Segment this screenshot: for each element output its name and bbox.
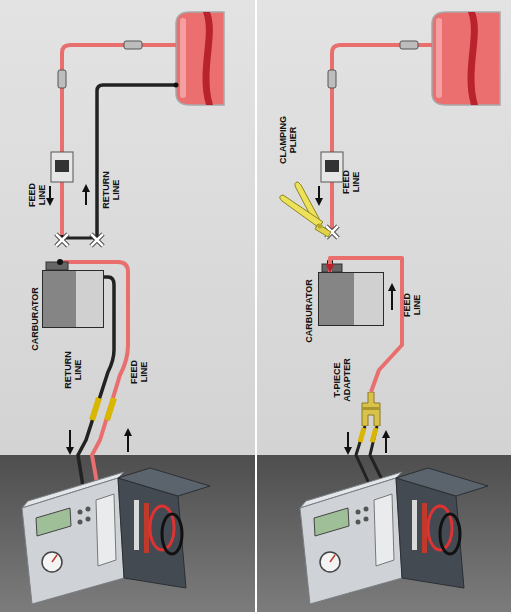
hose-fitting (107, 398, 114, 420)
flush-machine (300, 468, 488, 604)
cut-mark (56, 234, 68, 246)
flow-arrow (315, 186, 323, 206)
tank-band (468, 12, 478, 105)
t-piece-shape (358, 392, 384, 426)
fuel-tank (176, 12, 224, 105)
plier-handle (280, 195, 323, 227)
line-label: RETURN LINE (64, 348, 83, 392)
line-joint (57, 259, 63, 265)
fuel-filter (124, 41, 142, 49)
connector-label: FEED LINE (403, 290, 422, 320)
adapter-hose (356, 426, 372, 490)
flow-arrow (46, 186, 54, 206)
fuel-filter (328, 70, 336, 88)
panel-background (0, 0, 255, 455)
flow-arrow (388, 283, 396, 310)
flow-arrow (66, 430, 74, 455)
floor-band (257, 455, 511, 612)
line-joint (174, 83, 179, 88)
node-label: CARBURATOR (31, 287, 41, 351)
line-label: CLAMPING PLIER (279, 111, 298, 169)
flow-arrow (82, 184, 90, 205)
return-line (97, 85, 176, 240)
tank-highlight (180, 18, 186, 98)
fuel-pump-window (325, 160, 339, 172)
fuel-pump (51, 152, 73, 182)
cut-mark (91, 234, 103, 246)
fuel-pump-window (55, 160, 69, 172)
connector-group (330, 258, 402, 392)
t-piece-adapter: T-PIECE ADAPTER (358, 392, 384, 426)
hose-fitting (360, 428, 364, 442)
carburetor-cap (46, 262, 68, 270)
fuel-filter (400, 41, 418, 49)
t-piece-ring (362, 407, 380, 410)
fuel-tank (432, 12, 500, 105)
feed-line-connector (330, 258, 402, 392)
feed-line (332, 45, 432, 232)
flow-arrow (382, 430, 390, 453)
panel-background (257, 0, 511, 455)
line-label: RETURN LINE (102, 168, 121, 212)
tank-highlight (436, 18, 442, 98)
hose-fitting (372, 428, 376, 442)
plier-pivot (318, 224, 323, 229)
cut-mark (56, 234, 68, 246)
feed-line (62, 45, 176, 238)
plier-jaw (315, 224, 331, 237)
node-label: CARBURATOR (305, 279, 315, 343)
line-label: FEED LINE (28, 180, 47, 210)
flow-arrow (344, 432, 352, 455)
cut-mark (56, 234, 103, 246)
flush-machine (22, 468, 210, 604)
tank-band (203, 12, 213, 105)
t-piece-body (362, 392, 380, 426)
carburetor-box: CARBURATOR (318, 272, 384, 326)
line-label: FEED LINE (130, 357, 149, 387)
panel-divider (255, 0, 257, 612)
flow-arrow (124, 428, 132, 452)
floor-band (0, 455, 255, 612)
fuel-pump (321, 152, 343, 182)
clamping-plier (280, 182, 331, 237)
node-label: T-PIECE ADAPTER (333, 355, 352, 405)
hose-fitting (92, 398, 99, 420)
carburetor-box: CARBURATOR (42, 270, 104, 328)
line-label: FEED LINE (342, 167, 361, 197)
fuel-filter (58, 70, 66, 88)
cut-mark (91, 234, 103, 246)
